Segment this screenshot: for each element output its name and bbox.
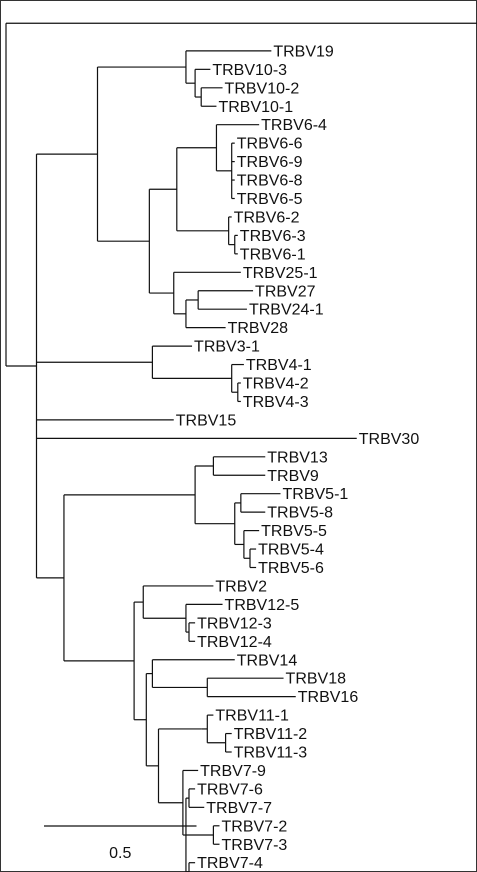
leaf-label-trbv18: TRBV18 bbox=[286, 671, 347, 688]
leaf-label-trbv7-6: TRBV7-6 bbox=[197, 781, 263, 798]
leaf-label-trbv4-1: TRBV4-1 bbox=[246, 357, 312, 374]
leaf-label-trbv5-6: TRBV5-6 bbox=[258, 560, 324, 577]
leaf-label-trbv7-9: TRBV7-9 bbox=[200, 763, 266, 780]
leaf-label-trbv10-1: TRBV10-1 bbox=[218, 99, 293, 116]
leaf-label-trbv6-3: TRBV6-3 bbox=[240, 228, 306, 245]
leaf-label-trbv7-7: TRBV7-7 bbox=[206, 800, 272, 817]
leaf-label-trbv14: TRBV14 bbox=[237, 652, 298, 669]
leaf-label-trbv4-3: TRBV4-3 bbox=[243, 394, 309, 411]
leaf-label-trbv11-3: TRBV11-3 bbox=[234, 745, 308, 762]
leaf-label-trbv6-8: TRBV6-8 bbox=[237, 173, 303, 190]
leaf-label-trbv6-9: TRBV6-9 bbox=[237, 154, 303, 171]
scale-bar: 0.5 bbox=[44, 825, 197, 862]
leaf-label-trbv12-3: TRBV12-3 bbox=[197, 615, 272, 632]
leaf-label-trbv11-2: TRBV11-2 bbox=[234, 726, 308, 743]
leaf-label-trbv5-5: TRBV5-5 bbox=[261, 523, 327, 540]
leaf-label-trbv13: TRBV13 bbox=[267, 449, 328, 466]
leaf-label-trbv6-2: TRBV6-2 bbox=[234, 209, 300, 226]
leaf-label-trbv24-1: TRBV24-1 bbox=[249, 302, 324, 319]
leaf-label-trbv30: TRBV30 bbox=[359, 431, 420, 448]
leaf-label-trbv11-1: TRBV11-1 bbox=[215, 708, 289, 725]
scale-bar-label: 0.5 bbox=[109, 845, 131, 862]
leaf-label-trbv9: TRBV9 bbox=[267, 468, 319, 485]
leaf-label-trbv12-4: TRBV12-4 bbox=[197, 634, 272, 651]
leaf-label-trbv25-1: TRBV25-1 bbox=[243, 265, 318, 282]
leaf-label-trbv2: TRBV2 bbox=[215, 578, 267, 595]
leaf-label-trbv7-4: TRBV7-4 bbox=[197, 855, 263, 872]
leaf-label-trbv5-4: TRBV5-4 bbox=[258, 542, 324, 559]
leaf-label-trbv19: TRBV19 bbox=[273, 43, 334, 60]
leaf-label-trbv15: TRBV15 bbox=[176, 412, 237, 429]
leaf-label-trbv6-6: TRBV6-6 bbox=[237, 136, 303, 153]
leaf-label-trbv28: TRBV28 bbox=[228, 320, 289, 337]
leaf-label-trbv10-2: TRBV10-2 bbox=[225, 80, 300, 97]
leaf-label-trbv16: TRBV16 bbox=[298, 689, 359, 706]
leaf-label-trbv6-5: TRBV6-5 bbox=[237, 191, 303, 208]
leaf-label-trbv5-8: TRBV5-8 bbox=[267, 505, 333, 522]
leaf-label-trbv7-3: TRBV7-3 bbox=[222, 837, 288, 854]
leaf-label-trbv6-1: TRBV6-1 bbox=[240, 246, 306, 263]
leaf-label-trbv10-3: TRBV10-3 bbox=[212, 62, 287, 79]
leaf-label-trbv6-4: TRBV6-4 bbox=[261, 117, 327, 134]
tree-labels: TRBV20-1TRBV29-1TRBV10-2TRBV10-1TRBV10-3… bbox=[176, 43, 420, 872]
leaf-label-trbv27: TRBV27 bbox=[255, 283, 316, 300]
leaf-label-trbv4-2: TRBV4-2 bbox=[243, 376, 309, 393]
leaf-label-trbv7-2: TRBV7-2 bbox=[222, 818, 288, 835]
leaf-label-trbv3-1: TRBV3-1 bbox=[194, 339, 260, 356]
leaf-label-trbv5-1: TRBV5-1 bbox=[283, 486, 349, 503]
leaf-label-trbv12-5: TRBV12-5 bbox=[225, 597, 300, 614]
tree-branches bbox=[5, 22, 477, 872]
